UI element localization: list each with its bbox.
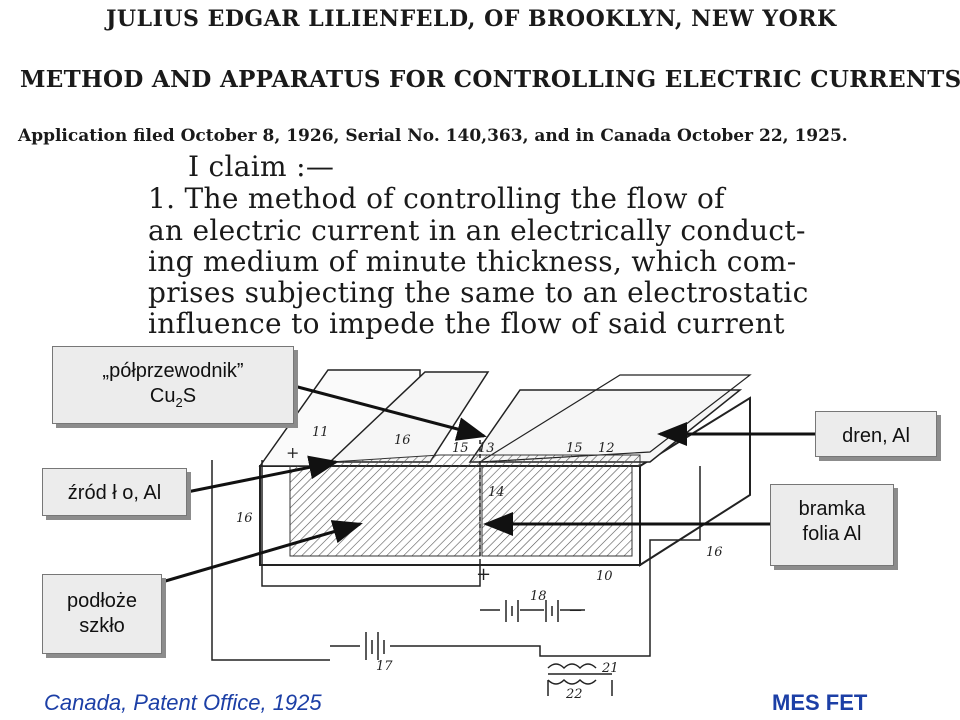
fig-label-12: 12 <box>598 441 615 456</box>
callout-drain: dren, Al <box>815 411 937 457</box>
callout-substrate: podłoże szkło <box>42 574 162 654</box>
fig-label-18: 18 <box>530 589 547 604</box>
claim-line: ing medium of minute thickness, which co… <box>148 245 797 278</box>
claim-line: influence to impede the flow of said cur… <box>148 307 785 340</box>
callout-gate-label: bramka <box>798 498 866 520</box>
claim-line: prises subjecting the same to an electro… <box>148 276 809 309</box>
semiconductor-region <box>289 465 481 557</box>
footer-source-caption: Canada, Patent Office, 1925 <box>44 690 322 715</box>
semiconductor-region <box>481 465 633 557</box>
fig-label-16: 16 <box>236 511 253 526</box>
fig-label-15: 15 <box>452 441 469 456</box>
plus-sign: + <box>286 443 299 462</box>
pointer-semiconductor <box>293 384 487 441</box>
callout-semiconductor: „półprzewodnik” Cu2S <box>52 346 294 424</box>
fig-label-10: 10 <box>596 569 613 584</box>
claim-line: 1. The method of controlling the flow of <box>148 182 725 215</box>
fig-label-17: 17 <box>376 659 393 674</box>
minus-sign: − <box>568 600 583 621</box>
callout-substrate-material: szkło <box>79 615 125 637</box>
callout-substrate-label: podłoże <box>66 590 138 612</box>
pointer-substrate <box>161 520 363 584</box>
inventor-line: JULIUS EDGAR LILIENFELD, OF BROOKLYN, NE… <box>106 6 837 32</box>
fig-label-22: 22 <box>565 687 583 702</box>
fig-label-11: 11 <box>312 425 329 440</box>
fig-label-14: 14 <box>488 485 505 500</box>
fig-label-16: 16 <box>706 545 723 560</box>
callout-gate: bramka folia Al <box>770 484 894 566</box>
fig-label-13: 13 <box>478 441 495 456</box>
plus-sign: + <box>476 564 491 585</box>
footer-mesfet-label: MES FET <box>772 690 868 715</box>
circuit-wiring <box>211 460 701 696</box>
application-line: Application filed October 8, 1926, Seria… <box>18 126 848 146</box>
callout-pointers <box>161 384 815 584</box>
patent-title: METHOD AND APPARATUS FOR CONTROLLING ELE… <box>20 66 960 93</box>
callout-drain-label: dren, Al <box>842 425 910 447</box>
claim-heading: I claim :— <box>188 150 335 183</box>
fig-label-21: 21 <box>601 661 619 676</box>
fig-label-15: 15 <box>566 441 583 456</box>
fig-label-16: 16 <box>394 433 411 448</box>
callout-semiconductor-formula: Cu2S <box>149 385 197 410</box>
callout-source-label: źród ł o, Al <box>67 482 162 504</box>
callout-source: źród ł o, Al <box>42 468 187 516</box>
callout-gate-material: folia Al <box>802 523 862 545</box>
claim-line: an electric current in an electrically c… <box>148 214 806 247</box>
callout-semiconductor-label: „półprzewodnik” <box>102 360 244 382</box>
pointer-source <box>186 455 339 494</box>
